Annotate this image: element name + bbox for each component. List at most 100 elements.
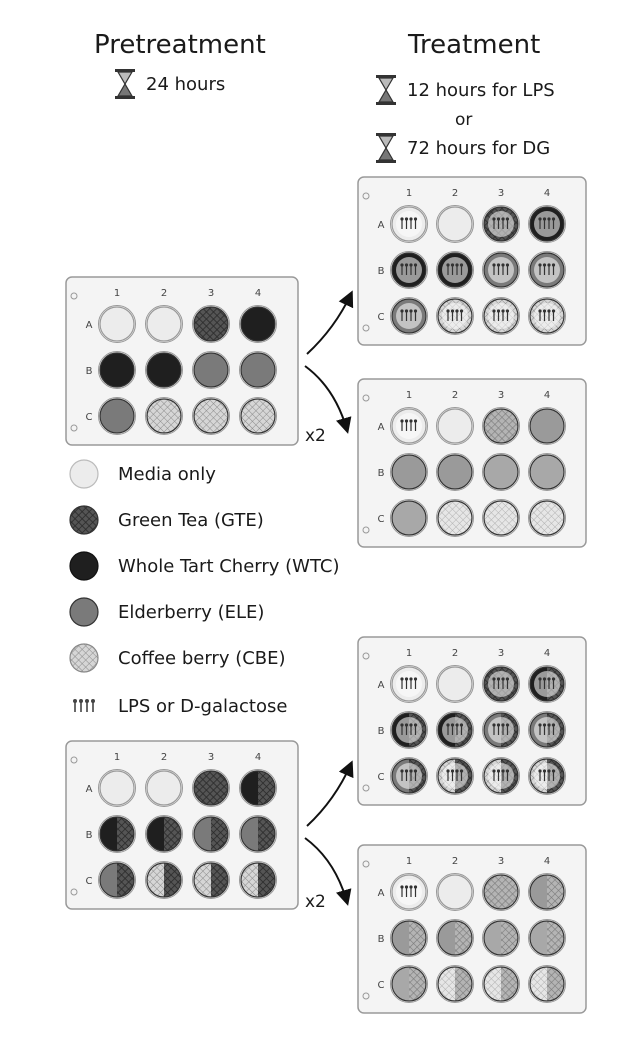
lps-dgalactose-icon <box>538 723 556 735</box>
well <box>436 965 474 1003</box>
plate-notch <box>362 784 370 792</box>
arrow-up-icon <box>306 290 354 355</box>
plate-notch <box>70 888 78 896</box>
legend-label: Whole Tart Cherry (WTC) <box>118 555 340 577</box>
well <box>239 769 277 807</box>
lps-dgalactose-icon <box>446 263 464 275</box>
column-label: 2 <box>452 648 458 659</box>
arrow-down-icon <box>304 837 352 906</box>
row-label: A <box>378 422 385 433</box>
lps-dgalactose-icon <box>492 723 510 735</box>
column-label: 4 <box>255 752 261 763</box>
lps-dgalactose-icon <box>400 309 418 321</box>
well <box>98 861 136 899</box>
lps-duration-text: 12 hours for LPS <box>407 79 555 101</box>
well <box>390 665 428 703</box>
well <box>528 919 566 957</box>
well <box>390 251 428 289</box>
row-label: A <box>86 320 93 331</box>
row-label: B <box>378 726 385 737</box>
legend-label: LPS or D-galactose <box>118 695 288 717</box>
well <box>98 769 136 807</box>
hourglass-icon <box>115 69 135 99</box>
well <box>528 665 566 703</box>
well <box>436 665 474 703</box>
well <box>239 397 277 435</box>
lps-dgalactose-icon <box>538 769 556 781</box>
elderberry-swatch-icon <box>69 597 99 627</box>
lps-dgalactose-icon <box>492 677 510 689</box>
legend-label: Elderberry (ELE) <box>118 601 265 623</box>
well <box>528 251 566 289</box>
well <box>192 397 230 435</box>
column-label: 1 <box>114 288 120 299</box>
well <box>390 407 428 445</box>
row-label: B <box>378 266 385 277</box>
row-label: C <box>86 876 93 887</box>
row-label: C <box>378 772 385 783</box>
well <box>528 757 566 795</box>
column-label: 4 <box>544 648 550 659</box>
well <box>482 665 520 703</box>
well <box>145 769 183 807</box>
lps-dgalactose-icon <box>400 263 418 275</box>
pretreatment-duration: 24 hours <box>114 68 225 100</box>
column-label: 2 <box>452 390 458 401</box>
lps-dgalactose-icon <box>538 309 556 321</box>
arrow-down-icon <box>304 365 352 434</box>
well <box>482 757 520 795</box>
green-tea-swatch-icon <box>69 505 99 535</box>
well <box>436 251 474 289</box>
well <box>390 757 428 795</box>
dg-duration-text: 72 hours for DG <box>407 137 551 159</box>
well <box>482 251 520 289</box>
plate-notch <box>362 860 370 868</box>
column-label: 1 <box>406 648 412 659</box>
column-label: 3 <box>498 856 504 867</box>
legend-label: Media only <box>118 463 216 485</box>
column-label: 2 <box>452 856 458 867</box>
lps-dgalactose-icon <box>538 263 556 275</box>
well <box>239 305 277 343</box>
column-label: 1 <box>406 188 412 199</box>
pretreatment-title: Pretreatment <box>94 30 266 60</box>
row-label: C <box>86 412 93 423</box>
well <box>436 407 474 445</box>
lps-dgalactose-icon <box>400 885 418 897</box>
row-label: B <box>86 830 93 841</box>
well <box>482 407 520 445</box>
lps-dgalactose-icon <box>538 217 556 229</box>
well <box>436 757 474 795</box>
lps-dgalactose-icon <box>400 769 418 781</box>
replicate-multiplier-single: x2 <box>305 426 326 446</box>
lps-dgalactose-icon <box>400 677 418 689</box>
well <box>482 711 520 749</box>
row-label: A <box>378 888 385 899</box>
plate-notch <box>70 424 78 432</box>
plate-notch <box>362 192 370 200</box>
well <box>436 297 474 335</box>
well <box>192 815 230 853</box>
plate-notch <box>362 324 370 332</box>
or-text: or <box>455 110 473 130</box>
row-label: C <box>378 312 385 323</box>
column-label: 4 <box>544 390 550 401</box>
arrows-single <box>304 290 354 434</box>
well <box>192 861 230 899</box>
coffee-berry-swatch-icon <box>69 643 99 673</box>
well <box>390 297 428 335</box>
well <box>145 305 183 343</box>
lps-dgalactose-icon <box>446 723 464 735</box>
well <box>390 919 428 957</box>
well <box>436 453 474 491</box>
column-label: 4 <box>544 188 550 199</box>
well <box>528 205 566 243</box>
well <box>436 873 474 911</box>
legend-wtc: Whole Tart Cherry (WTC) <box>68 550 340 582</box>
well <box>239 351 277 389</box>
